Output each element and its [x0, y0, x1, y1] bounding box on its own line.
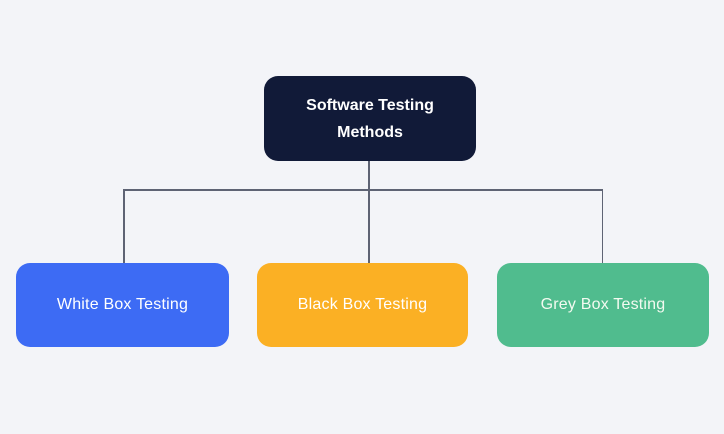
connector-drop-white-box — [123, 189, 125, 263]
connector-root-stub — [368, 160, 370, 190]
node-grey-box-testing: Grey Box Testing — [497, 263, 709, 347]
node-white-box-testing: White Box Testing — [16, 263, 229, 347]
node-software-testing-methods: Software Testing Methods — [264, 76, 476, 161]
connector-drop-grey-box — [601, 189, 603, 263]
node-black-box-testing: Black Box Testing — [257, 263, 468, 347]
connector-horizontal-rail — [123, 189, 603, 191]
connector-drop-black-box — [368, 189, 370, 263]
